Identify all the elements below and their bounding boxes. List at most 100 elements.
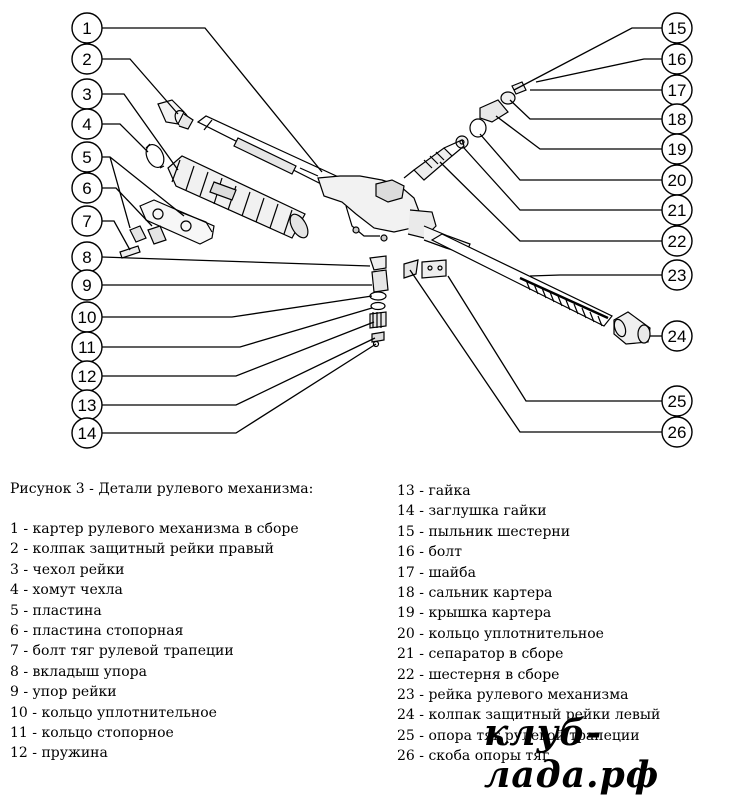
callout-circle xyxy=(661,320,693,352)
callout-23: 23 xyxy=(661,259,693,291)
legend-item: 3 - чехол рейки xyxy=(10,561,125,578)
legend-item: 8 - вкладыш упора xyxy=(10,663,147,680)
callout-circle xyxy=(71,108,103,140)
callout-4: 4 xyxy=(71,108,103,140)
callout-13: 13 xyxy=(71,389,103,421)
callout-number: 11 xyxy=(78,338,96,357)
parts-drawing xyxy=(119,81,651,348)
callout-number: 8 xyxy=(82,248,91,267)
callout-number: 20 xyxy=(668,171,687,190)
callout-26: 26 xyxy=(661,416,693,448)
callout-number: 9 xyxy=(82,276,91,295)
legend-item: 1 - картер рулевого механизма в сборе xyxy=(10,521,299,537)
callout-22: 22 xyxy=(661,225,693,257)
callout-8: 8 xyxy=(71,241,103,273)
part-right-cap xyxy=(157,99,194,130)
callout-9: 9 xyxy=(71,269,103,301)
callout-circles: 1234567891011121314151617181920212223242… xyxy=(71,12,693,449)
callout-number: 10 xyxy=(78,308,97,327)
callout-number: 15 xyxy=(668,19,687,38)
callout-circle xyxy=(661,43,693,75)
callout-number: 18 xyxy=(668,110,687,129)
figure-caption: Рисунок 3 - Детали рулевого механизма: xyxy=(10,481,314,497)
legend-item: 18 - сальник картера xyxy=(397,584,553,601)
callout-15: 15 xyxy=(661,12,693,44)
callout-circle xyxy=(71,12,103,44)
legend-item: 2 - колпак защитный рейки правый xyxy=(10,541,274,558)
site-watermark: клуб-лада.рф xyxy=(484,712,660,796)
legend-item: 25 - опора тяг рулевой трапеции xyxy=(397,727,640,744)
part-bolts xyxy=(119,225,167,259)
callout-circle xyxy=(71,172,103,204)
legend-item: 5 - пластина xyxy=(10,602,102,619)
callout-number: 26 xyxy=(668,423,687,442)
callout-circle xyxy=(661,385,693,417)
legend-item: 4 - хомут чехла xyxy=(10,582,123,599)
legend-left-column: 1 - картер рулевого механизма в сборе 2 -… xyxy=(10,519,299,764)
callout-18: 18 xyxy=(661,103,693,135)
part-boot xyxy=(167,155,309,239)
callout-circle xyxy=(71,269,103,301)
legend-item: 26 - скоба опоры тяг xyxy=(397,748,550,765)
callout-3: 3 xyxy=(71,78,103,110)
callout-circle xyxy=(71,417,103,449)
callout-number: 5 xyxy=(82,148,91,167)
callout-circle xyxy=(661,133,693,165)
legend-item: 14 - заглушка гайки xyxy=(397,503,547,520)
callout-19: 19 xyxy=(661,133,693,165)
legend-item: 22 - шестерня в сборе xyxy=(397,666,560,683)
callout-number: 3 xyxy=(82,85,91,104)
callout-circle xyxy=(71,43,103,75)
callout-circle xyxy=(661,416,693,448)
callout-number: 21 xyxy=(668,201,687,220)
callout-number: 2 xyxy=(82,50,91,69)
callout-11: 11 xyxy=(71,331,103,363)
callout-2: 2 xyxy=(71,43,103,75)
legend-item: 21 - сепаратор в сборе xyxy=(397,646,564,663)
callout-circle xyxy=(661,194,693,226)
callout-5: 5 xyxy=(71,141,103,173)
callout-21: 21 xyxy=(661,194,693,226)
part-rack xyxy=(430,233,613,327)
callout-number: 23 xyxy=(668,266,687,285)
callout-12: 12 xyxy=(71,360,103,392)
callout-number: 17 xyxy=(668,81,687,100)
callout-circle xyxy=(71,205,103,237)
legend-item: 7 - болт тяг рулевой трапеции xyxy=(10,643,234,660)
legend-item: 12 - пружина xyxy=(10,745,108,762)
callout-24: 24 xyxy=(661,320,693,352)
callout-20: 20 xyxy=(661,164,693,196)
callout-circle xyxy=(661,259,693,291)
legend-item: 11 - кольцо стопорное xyxy=(10,724,174,741)
callout-number: 4 xyxy=(82,115,91,134)
callout-number: 25 xyxy=(668,392,687,411)
callout-number: 24 xyxy=(668,327,687,346)
callout-17: 17 xyxy=(661,74,693,106)
callout-number: 16 xyxy=(668,50,687,69)
part-pinion-cover xyxy=(455,81,527,149)
callout-circle xyxy=(661,12,693,44)
legend-item: 17 - шайба xyxy=(397,564,476,581)
legend-right-column: 13 - гайка 14 - заглушка гайки 15 - пыльни… xyxy=(397,481,660,766)
legend-item: 10 - кольцо уплотнительное xyxy=(10,704,217,721)
part-pinion xyxy=(403,139,465,181)
callout-number: 12 xyxy=(78,367,97,386)
callout-7: 7 xyxy=(71,205,103,237)
legend-item: 24 - колпак защитный рейки левый xyxy=(397,707,661,724)
callout-circle xyxy=(661,225,693,257)
legend-item: 6 - пластина стопорная xyxy=(10,622,184,639)
callout-number: 1 xyxy=(82,19,91,38)
part-adjuster-stack xyxy=(369,255,389,348)
callout-14: 14 xyxy=(71,417,103,449)
callout-6: 6 xyxy=(71,172,103,204)
part-clamp xyxy=(145,143,165,169)
callout-number: 14 xyxy=(78,424,97,443)
legend-item: 15 - пыльник шестерни xyxy=(397,523,571,540)
legend-item: 13 - гайка xyxy=(397,483,471,499)
callout-25: 25 xyxy=(661,385,693,417)
legend-item: 19 - крышка картера xyxy=(397,605,552,622)
callout-circle xyxy=(71,141,103,173)
part-support xyxy=(403,259,447,279)
callout-number: 7 xyxy=(82,212,91,231)
callout-1: 1 xyxy=(71,12,103,44)
